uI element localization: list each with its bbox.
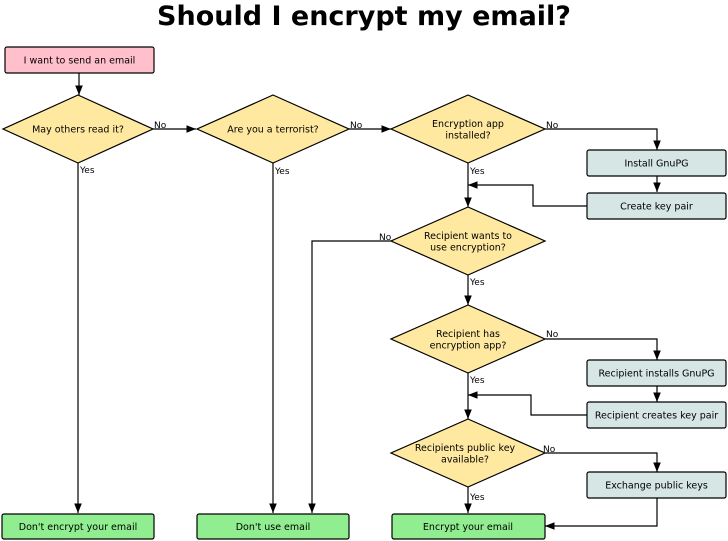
label-app-no: No bbox=[546, 121, 559, 131]
diagram-title: Should I encrypt my email? bbox=[157, 1, 571, 32]
edge-labels: No Yes No Yes No Yes No Yes No Yes No Ye… bbox=[79, 121, 559, 503]
node-end-dont-use-label: Don't use email bbox=[236, 522, 311, 533]
node-end-dont-encrypt-label: Don't encrypt your email bbox=[19, 522, 137, 533]
node-q-others: May others read it? bbox=[1, 94, 155, 164]
edge-create-to-flow bbox=[468, 181, 587, 207]
edge-pubkey-no bbox=[545, 452, 661, 472]
label-terrorist-no: No bbox=[350, 121, 363, 131]
label-others-yes: Yes bbox=[79, 166, 95, 176]
node-start-box bbox=[4, 46, 155, 74]
label-pubkey-no: No bbox=[543, 445, 556, 455]
edge-creates-to-flow bbox=[468, 391, 587, 416]
node-recipient-installs: Recipient installs GnuPG bbox=[586, 359, 727, 387]
node-install-gnupg-box bbox=[586, 149, 727, 177]
node-q-pubkey-shape bbox=[389, 418, 547, 488]
node-q-recipient-has-shape bbox=[389, 304, 547, 374]
node-q-others-shape bbox=[1, 94, 155, 164]
node-end-dont-use: Don't use email bbox=[196, 513, 350, 540]
edge-app-no bbox=[545, 128, 661, 150]
node-recipient-installs-label: Recipient installs GnuPG bbox=[598, 369, 714, 380]
node-exchange-label: Exchange public keys bbox=[605, 481, 708, 492]
edges bbox=[74, 73, 661, 530]
node-end-encrypt-label: Encrypt your email bbox=[423, 522, 513, 533]
node-install-gnupg: Install GnuPG bbox=[586, 149, 727, 177]
node-recipient-creates-label: Recipient creates key pair bbox=[595, 411, 718, 422]
node-end-encrypt-box bbox=[391, 513, 546, 540]
node-recipient-creates: Recipient creates key pair bbox=[586, 401, 727, 429]
edge-wants-no bbox=[308, 240, 391, 513]
label-others-no: No bbox=[154, 121, 167, 131]
node-recipient-creates-box bbox=[586, 401, 727, 429]
node-create-key: Create key pair bbox=[586, 192, 727, 220]
label-wants-yes: Yes bbox=[469, 278, 485, 288]
node-q-terrorist-label: Are you a terrorist? bbox=[227, 125, 318, 136]
label-pubkey-yes: Yes bbox=[469, 493, 485, 503]
label-wants-no: No bbox=[379, 233, 392, 243]
node-q-terrorist-shape bbox=[195, 94, 351, 164]
node-q-app-shape bbox=[389, 94, 547, 164]
node-exchange: Exchange public keys bbox=[586, 471, 727, 499]
node-exchange-box bbox=[586, 471, 727, 499]
node-q-recipient-wants-shape bbox=[389, 206, 547, 276]
node-end-dont-encrypt-box bbox=[1, 513, 155, 540]
node-create-key-label: Create key pair bbox=[620, 202, 693, 213]
node-start: I want to send an email bbox=[4, 46, 155, 74]
label-terrorist-yes: Yes bbox=[274, 167, 290, 177]
node-end-dont-encrypt: Don't encrypt your email bbox=[1, 513, 155, 540]
node-recipient-installs-box bbox=[586, 359, 727, 387]
node-create-key-box bbox=[586, 192, 727, 220]
node-install-gnupg-label: Install GnuPG bbox=[624, 159, 688, 170]
node-q-others-label: May others read it? bbox=[32, 125, 124, 136]
node-q-terrorist: Are you a terrorist? bbox=[195, 94, 351, 164]
label-app-yes: Yes bbox=[469, 167, 485, 177]
node-end-dont-use-box bbox=[196, 513, 350, 540]
node-end-encrypt: Encrypt your email bbox=[391, 513, 546, 540]
label-has-no: No bbox=[546, 330, 559, 340]
node-start-label: I want to send an email bbox=[24, 56, 136, 67]
edge-exchange-to-encrypt bbox=[545, 498, 658, 530]
edge-has-no bbox=[545, 338, 661, 360]
label-has-yes: Yes bbox=[469, 376, 485, 386]
